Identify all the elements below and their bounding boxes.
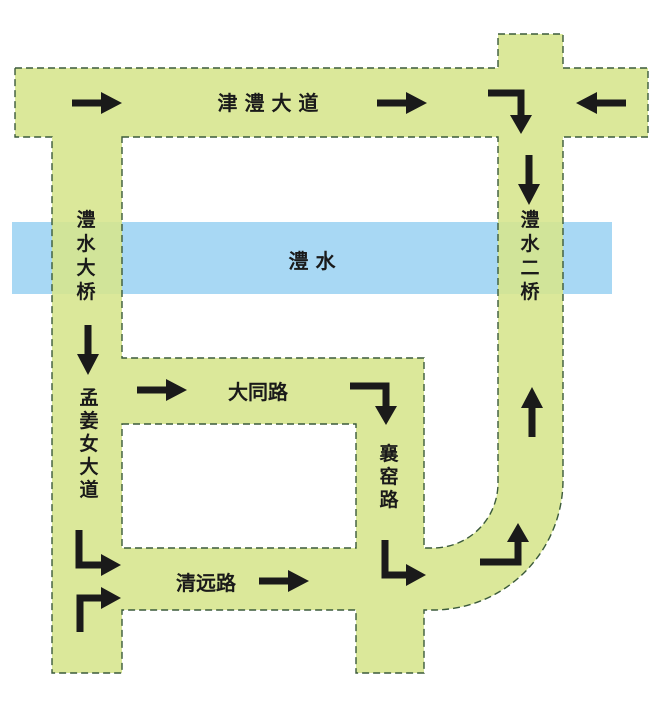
mengjiang-turn-north-east-icon — [76, 587, 121, 632]
road-label-char: 二 — [520, 257, 539, 279]
road-label-char: 大 — [76, 256, 95, 279]
direction-arrow-icon — [72, 92, 626, 592]
road-label-char: 水 — [76, 233, 96, 255]
bridge2-arrow-south-icon — [518, 155, 540, 205]
bridge2-arrow-north-icon — [521, 387, 543, 437]
river-label: 澧 水 — [289, 249, 337, 273]
curve-turn-north-icon — [480, 523, 529, 566]
qingyuan-arrow-east-icon — [259, 570, 309, 592]
jinli-arrow-east-icon — [72, 92, 122, 114]
datong-turn-south-icon — [350, 382, 397, 425]
road-label-char: 姜 — [79, 409, 98, 432]
road-label-char: 窑 — [379, 465, 398, 488]
jinli-turn-south-icon — [488, 89, 532, 134]
road-label-char: 桥 — [520, 280, 540, 303]
datong-arrow-east-icon — [137, 379, 187, 401]
road-label-char: 路 — [379, 488, 399, 511]
road-label-char: 襄 — [378, 442, 399, 465]
road-label-char: 澧 — [520, 209, 539, 231]
road-label-char: 孟 — [79, 387, 98, 409]
road-label-char: 澧 — [76, 209, 95, 231]
road-label-qingyuan-road: 清远路 — [176, 571, 237, 595]
turn-arrows — [75, 89, 532, 632]
mengjiang-turn-east-icon — [75, 530, 121, 576]
jinli-arrow-west-icon — [576, 92, 626, 114]
road-label-datong-road: 大同路 — [228, 380, 289, 404]
road-label-char: 道 — [79, 478, 98, 501]
road-label-xiangyao-road: 襄窑路 — [378, 442, 399, 511]
bridge1-arrow-south-icon — [77, 325, 99, 375]
road-label-char: 女 — [79, 432, 98, 455]
road-network — [14, 33, 649, 674]
road-label-char: 大 — [79, 455, 98, 478]
road-label-char: 桥 — [76, 280, 96, 303]
road-label-jinli-avenue: 津 澧 大 道 — [218, 91, 319, 115]
xiangyao-turn-east-icon — [381, 540, 426, 586]
jinli-arrow-east-2-icon — [377, 92, 427, 114]
road-label-char: 水 — [520, 233, 540, 255]
